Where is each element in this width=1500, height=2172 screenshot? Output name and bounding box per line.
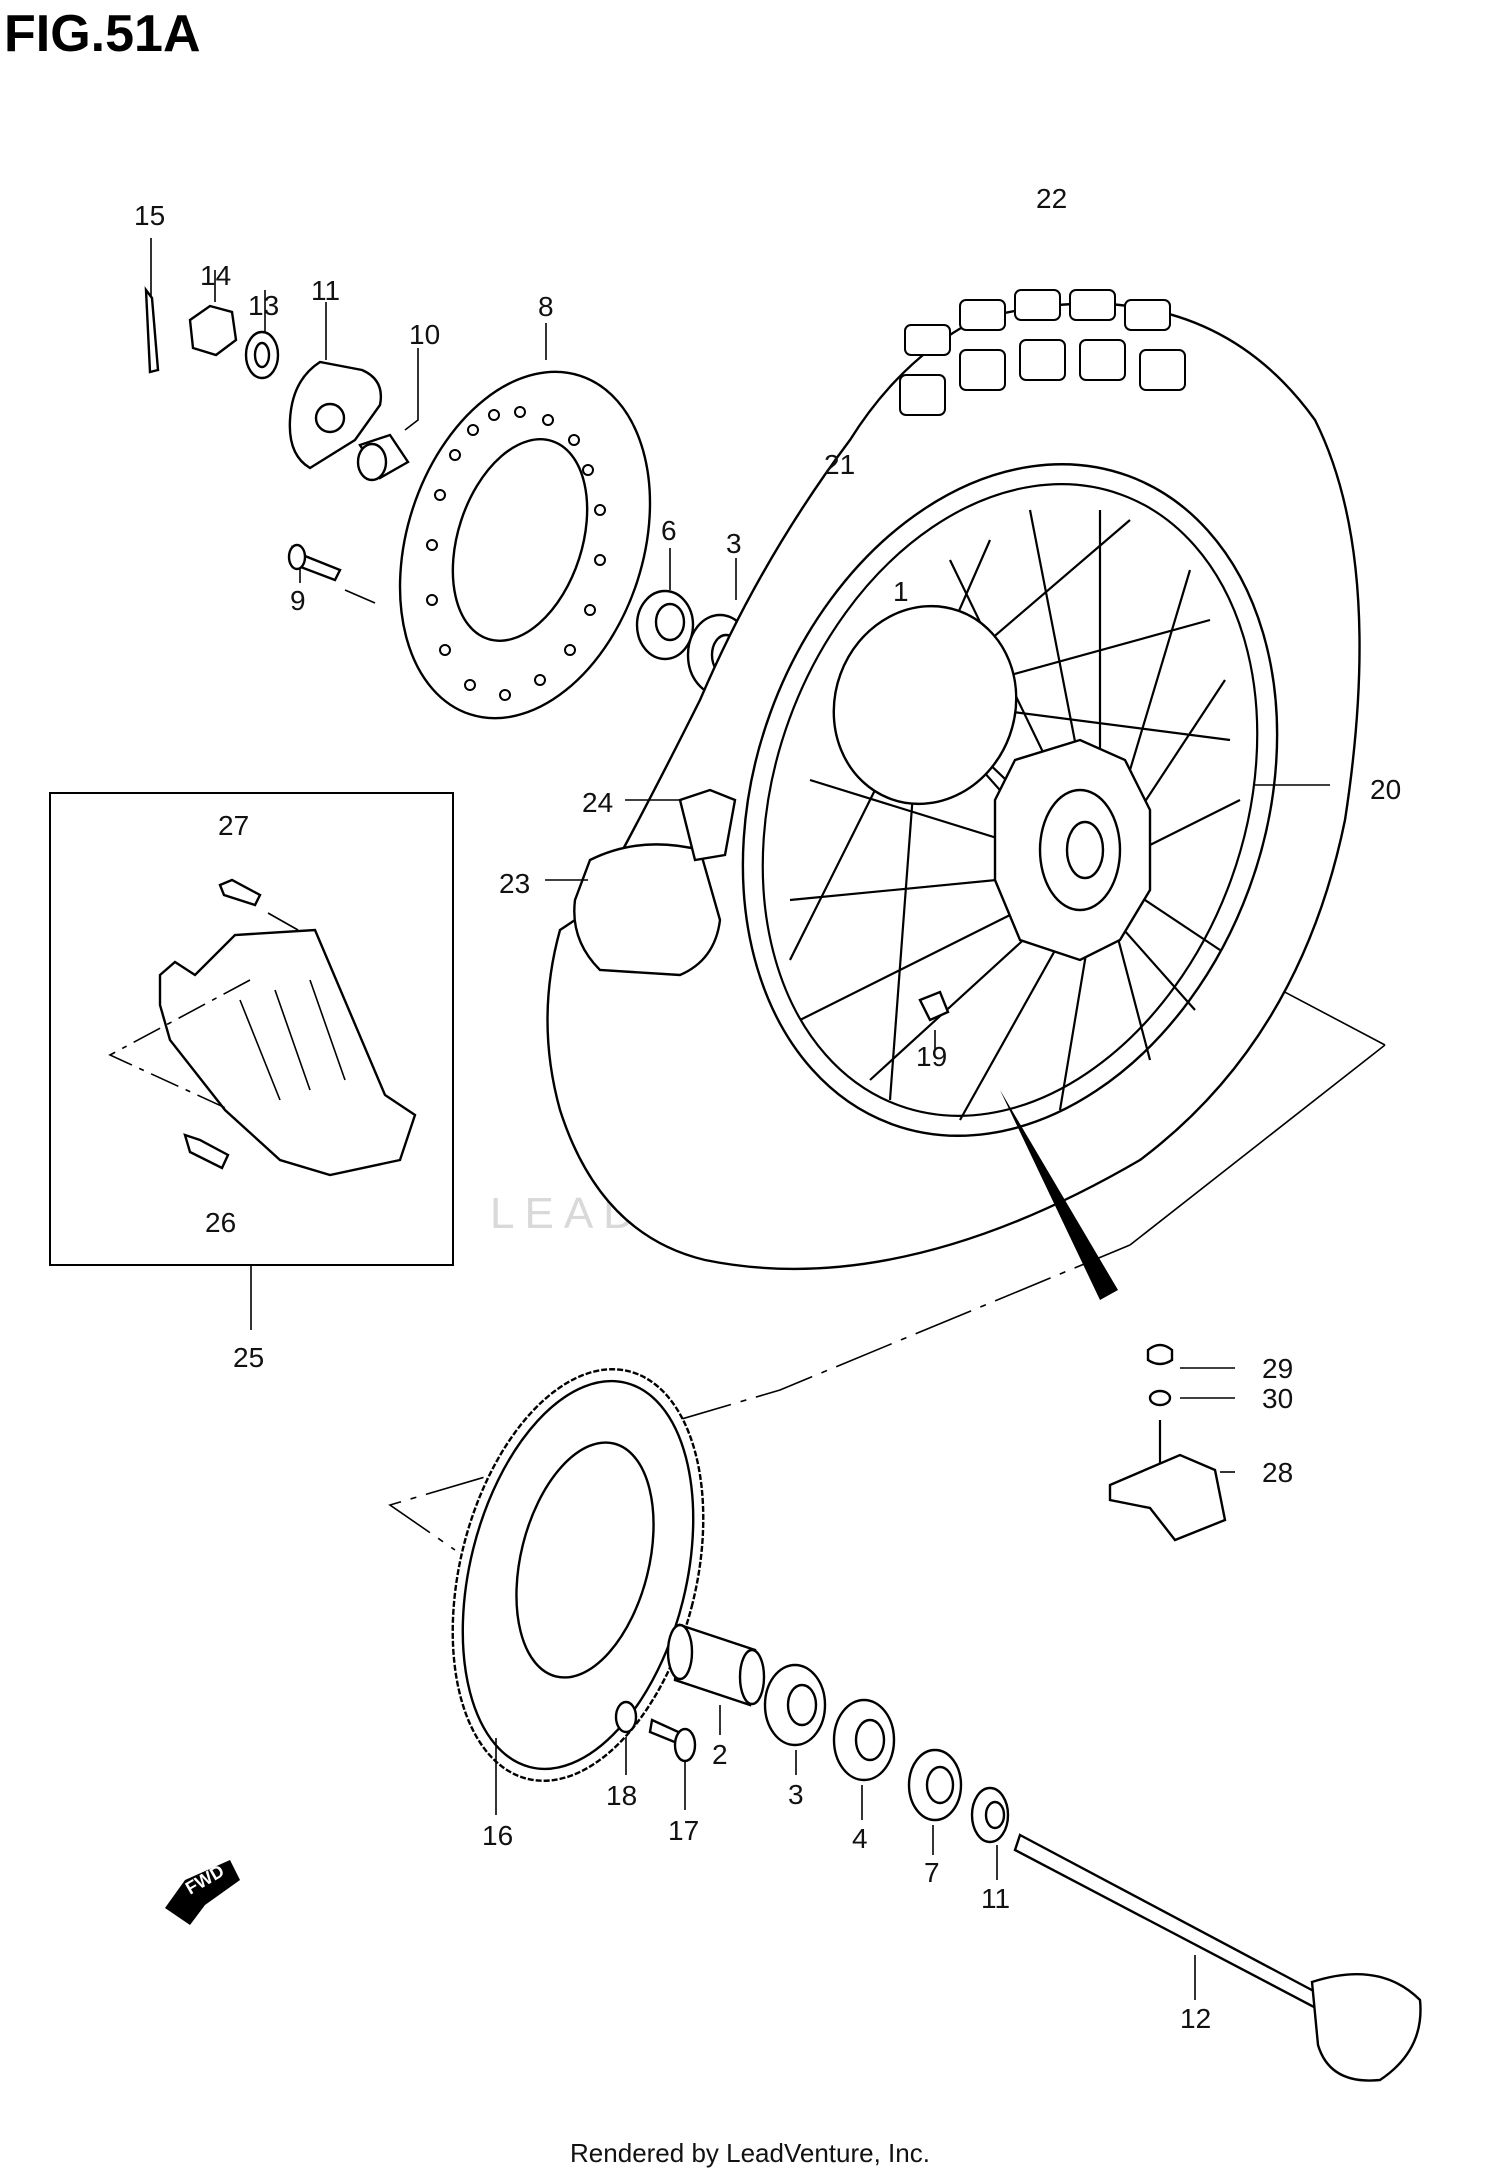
castle-nut-part-14	[188, 270, 238, 357]
callout-29: 29	[1262, 1353, 1293, 1384]
callout-17: 17	[668, 1815, 699, 1846]
optional-guard-box-part-25	[49, 792, 454, 1330]
callout-2: 2	[712, 1739, 728, 1770]
oil-seal-part-6	[907, 1748, 963, 1855]
callout-21: 21	[824, 449, 855, 480]
callout-15: 15	[134, 200, 165, 231]
callout-12: 12	[1180, 2003, 1211, 2034]
spacer-part-2	[666, 1623, 766, 1735]
callout-14: 14	[200, 260, 231, 291]
collar-part-9	[356, 348, 419, 482]
washer-part-13	[244, 290, 280, 380]
nut-part-19	[918, 990, 950, 1050]
tube-part-23	[545, 843, 722, 977]
callout-3-lower: 3	[788, 1779, 804, 1810]
bearing-part-3-lower	[763, 1663, 827, 1775]
callout-4: 4	[852, 1823, 868, 1854]
bearing-part-4	[832, 1698, 896, 1820]
callout-22: 22	[1036, 183, 1067, 214]
callout-3-upper: 3	[726, 528, 742, 559]
pointer-arrow	[1000, 1090, 1118, 1300]
callout-5: 6	[661, 515, 677, 546]
chain-buffer-part-28	[1108, 1343, 1235, 1542]
callout-25: 25	[233, 1342, 264, 1373]
cotter-pin-part-15	[144, 238, 160, 374]
callout-24: 24	[582, 787, 613, 818]
bolt-part-17	[648, 1718, 697, 1810]
callout-9: 10	[409, 319, 440, 350]
footer-credit: Rendered by LeadVenture, Inc.	[570, 2138, 930, 2168]
brake-disc-part-7	[398, 323, 652, 720]
callout-20: 20	[1370, 774, 1401, 805]
callout-27: 27	[218, 810, 249, 841]
callout-16: 16	[482, 1820, 513, 1851]
callout-28: 28	[1262, 1457, 1293, 1488]
callout-11: 11	[311, 275, 340, 306]
bolt-part-8	[287, 543, 376, 604]
callout-10: 11	[981, 1883, 1010, 1914]
callout-6: 7	[924, 1857, 940, 1888]
callout-26: 26	[205, 1207, 236, 1238]
chain-adjuster-part-11	[288, 302, 383, 470]
callout-19: 19	[916, 1041, 947, 1072]
callout-8: 9	[290, 585, 306, 616]
axle-part-12	[1013, 1833, 1422, 2082]
oil-seal-part-5	[635, 548, 695, 661]
callout-13: 13	[248, 290, 279, 321]
rear-wheel-assembly-part-20	[546, 289, 1361, 1300]
callout-7: 8	[538, 291, 554, 322]
callout-23: 23	[499, 868, 530, 899]
callout-30: 30	[1262, 1383, 1293, 1414]
collar-part-10	[970, 1786, 1010, 1880]
rear-sprocket-part-16	[451, 1368, 705, 1815]
fwd-direction-badge: FWD	[165, 1860, 240, 1925]
washer-part-18	[614, 1700, 638, 1775]
callout-1: 1	[893, 576, 909, 607]
figure-title: FIG.51A	[4, 5, 201, 63]
rim-band-part-24	[625, 788, 737, 862]
callout-18: 18	[606, 1780, 637, 1811]
callout-labels: 15 14 13 11 10 8 9 6 3 21 1 22 20 24 23 …	[134, 183, 1401, 2034]
